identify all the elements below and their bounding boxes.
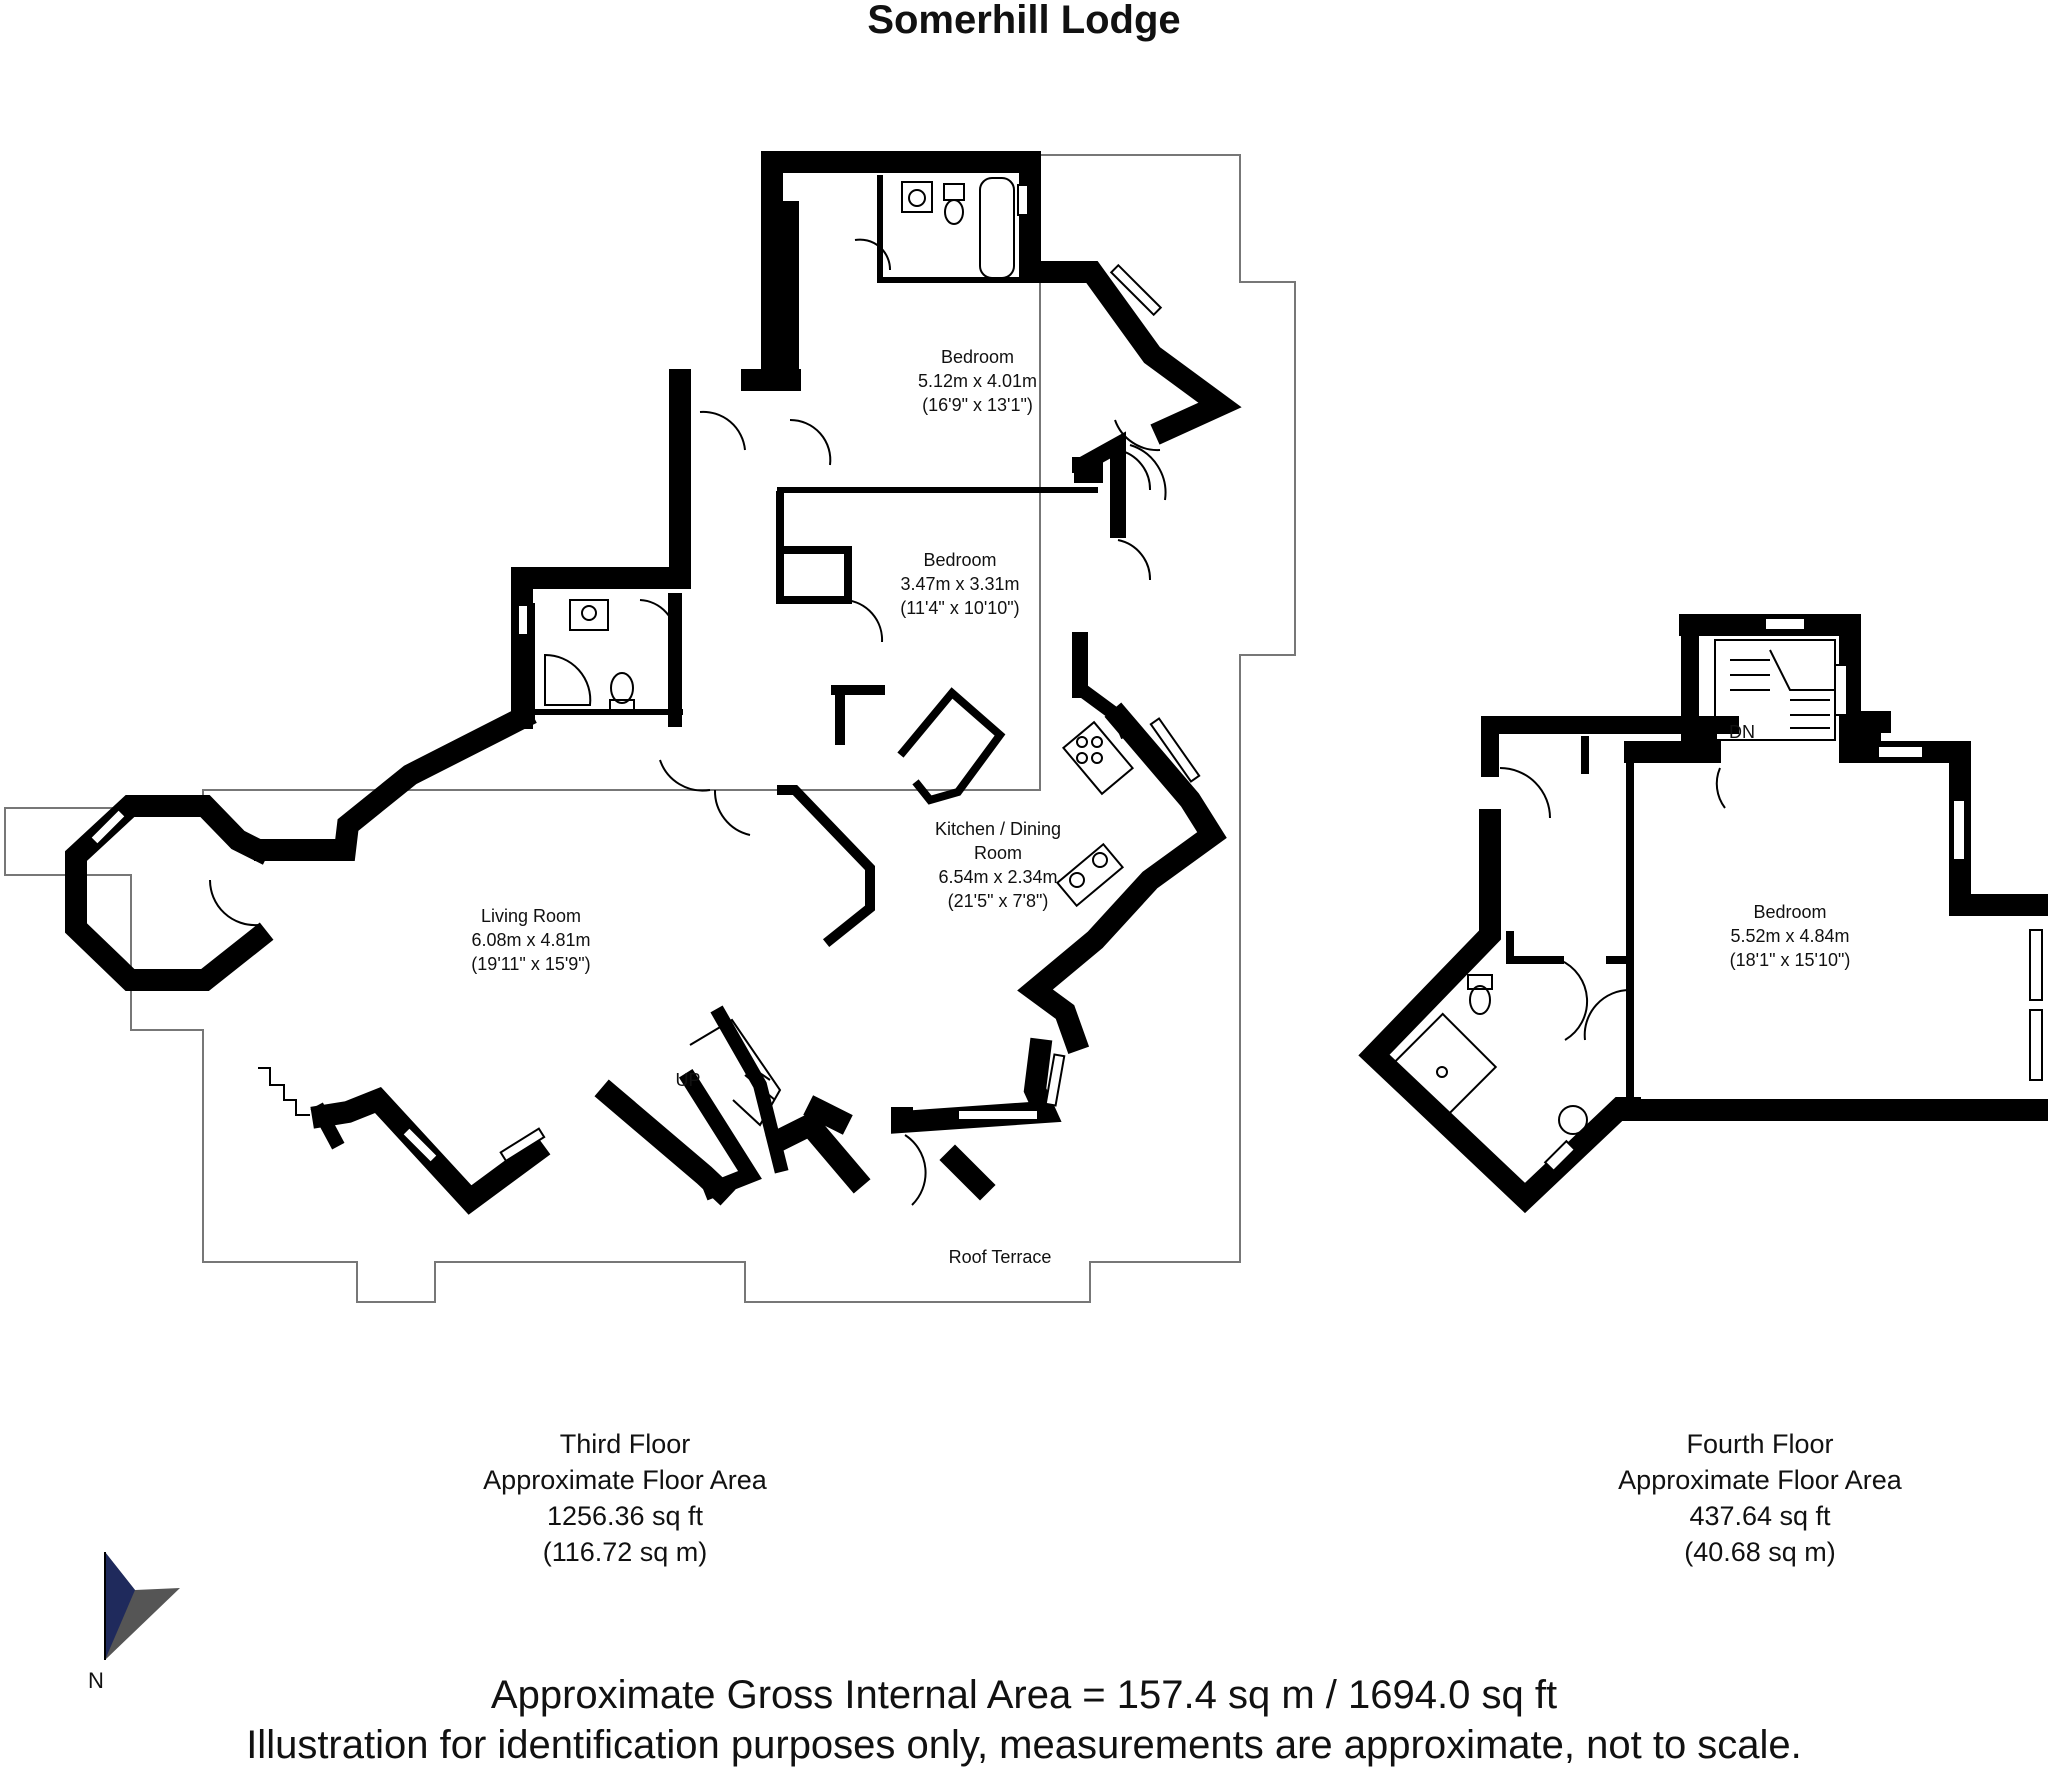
third-floor-windows <box>88 184 1201 1165</box>
kitchen-dining-label: Kitchen / Dining Room 6.54m x 2.34m (21'… <box>934 819 1062 911</box>
disclaimer-footer: Illustration for identification purposes… <box>246 1723 1802 1767</box>
bedroom-label-1: Bedroom 5.12m x 4.01m (16'9" x 13'1") <box>917 347 1038 415</box>
third-floor-area: Third Floor Approximate Floor Area 1256.… <box>483 1429 767 1567</box>
fourth-floor-area: Fourth Floor Approximate Floor Area 437.… <box>1618 1429 1902 1567</box>
page-title: Somerhill Lodge <box>867 0 1181 42</box>
third-floor-fixtures <box>544 177 1135 908</box>
third-floor-stairs <box>258 1018 782 1127</box>
third-floor-walls <box>65 151 1242 1215</box>
stairs-down-label: DN <box>1729 722 1755 742</box>
living-room-label: Living Room 6.08m x 4.81m (19'11" x 15'9… <box>471 906 591 974</box>
fourth-floor-doors <box>1499 767 1726 1041</box>
roof-terrace-outline <box>4 154 1296 1303</box>
bedroom-label-3: Bedroom 5.52m x 4.84m (18'1" x 15'10") <box>1729 902 1851 970</box>
gross-area-footer: Approximate Gross Internal Area = 157.4 … <box>490 1673 1558 1717</box>
fourth-floor-fixtures <box>1388 974 1588 1135</box>
compass-north-label: N <box>88 1668 104 1693</box>
compass-icon <box>104 1552 180 1660</box>
stairs-up-label: UP <box>675 1070 701 1090</box>
third-floor-doors <box>208 238 1167 1206</box>
bedroom-label-2: Bedroom 3.47m x 3.31m (11'4" x 10'10") <box>900 550 1020 618</box>
fourth-floor-windows <box>1543 617 2043 1173</box>
roof-terrace-label: Roof Terrace <box>948 1247 1052 1267</box>
